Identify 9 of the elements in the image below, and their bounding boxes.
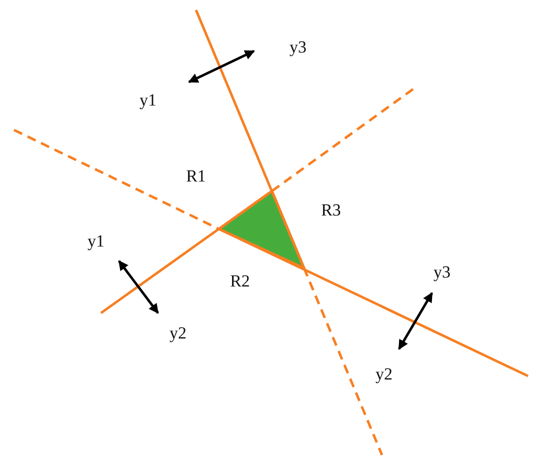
region-label: R2	[230, 272, 250, 290]
region-label: R3	[321, 202, 341, 218]
variable-label: y3	[290, 38, 306, 56]
variable-label: y2	[170, 324, 186, 342]
variable-label: y1	[88, 232, 104, 250]
variable-label: y1	[140, 92, 156, 108]
variable-label: y2	[376, 366, 392, 382]
variable-label: y3	[434, 264, 450, 280]
region-label: R1	[186, 168, 206, 184]
